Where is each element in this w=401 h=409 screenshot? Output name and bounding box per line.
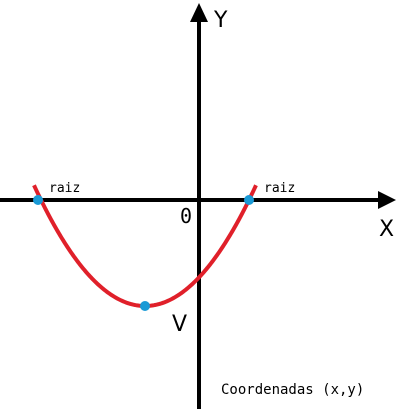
root-point-right	[244, 195, 254, 205]
y-axis-arrow-icon	[190, 3, 208, 22]
parabola-curve	[32, 184, 258, 309]
root-label-right: raiz	[264, 181, 295, 196]
caption: Coordenadas (x,y)	[221, 382, 364, 398]
vertex-label: V	[172, 312, 187, 337]
vertex-point	[140, 301, 150, 311]
root-point-left	[33, 195, 43, 205]
root-label-left: raiz	[49, 181, 80, 196]
origin-label: 0	[180, 204, 192, 228]
y-axis-label: Y	[213, 8, 228, 33]
x-axis-label: X	[379, 217, 394, 242]
x-axis-arrow-icon	[378, 191, 396, 209]
